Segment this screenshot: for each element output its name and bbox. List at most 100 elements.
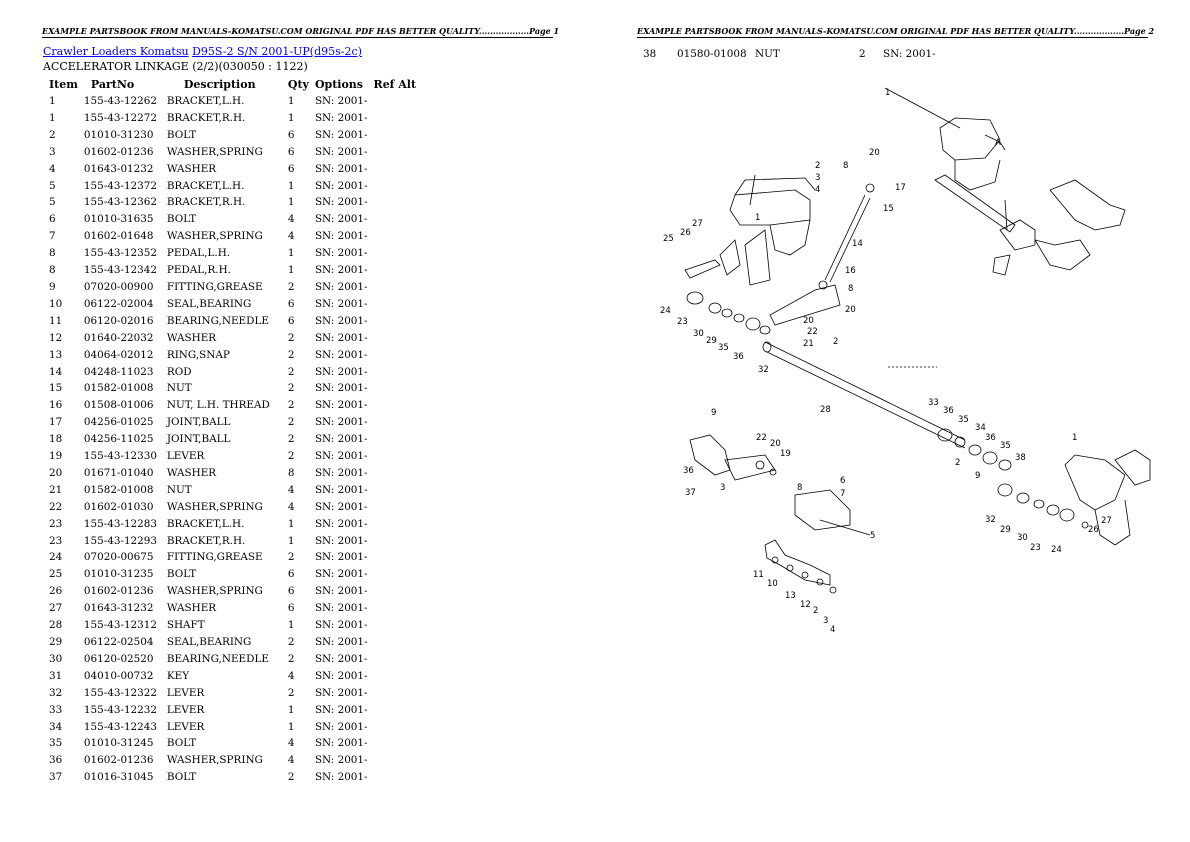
cell-partno: 01010-31230 <box>83 128 154 141</box>
cell-description: LEVER <box>166 703 205 716</box>
cell-description: WASHER,SPRING <box>166 754 263 767</box>
callout-36b: 36 <box>683 466 694 476</box>
cell-ref-alt <box>371 482 420 499</box>
cell-partno: 155-43-12372 <box>83 179 158 192</box>
cell-qty: 2 <box>287 636 295 648</box>
cell-item: 4 <box>49 162 56 175</box>
cell-qty: 1 <box>287 111 295 124</box>
cell-partno: 155-43-12330 <box>83 450 158 463</box>
callout-12: 12 <box>800 600 811 610</box>
callout-35c: 35 <box>1000 441 1011 451</box>
cell-desc: NUT <box>755 48 780 60</box>
cell-item: 14 <box>49 365 63 378</box>
cell-description: JOINT,BALL <box>166 416 231 429</box>
breadcrumb-link-category[interactable]: Crawler Loaders Komatsu <box>43 45 189 58</box>
cell-ref-alt <box>371 414 420 431</box>
cell-partno: 155-43-12293 <box>83 534 158 547</box>
callout-3c: 3 <box>823 616 828 626</box>
cell-qty: 2 <box>287 365 295 378</box>
cell-description: PEDAL,L.H. <box>166 247 231 260</box>
cell-partno: 06120-02520 <box>83 652 154 665</box>
cell-ref-alt <box>371 668 420 685</box>
cell-ref-alt <box>371 769 420 786</box>
cell-description: LEVER <box>166 686 205 699</box>
cell-options: SN: 2001- <box>314 297 368 310</box>
cell-description: BOLT <box>166 128 197 141</box>
cell-description: WASHER <box>166 162 217 175</box>
callout-8c: 8 <box>797 483 802 493</box>
cell-item: 18 <box>49 433 63 446</box>
callout-9: 9 <box>711 408 716 418</box>
callout-30: 30 <box>693 329 704 339</box>
cell-options: SN: 2001- <box>314 602 368 615</box>
callout-20b: 20 <box>845 305 856 315</box>
cell-options: SN: 2001- <box>314 314 368 327</box>
cell-partno: 01671-01040 <box>83 466 154 479</box>
cell-qty: 2 <box>287 280 295 293</box>
callout-26b: 26 <box>1088 525 1099 535</box>
cell-options: SN: 2001- <box>314 754 368 767</box>
cell-options: SN: 2001- <box>314 450 368 463</box>
cell-qty: 1 <box>287 534 295 547</box>
cell-ref-alt <box>371 533 420 550</box>
cell-description: BEARING,NEEDLE <box>166 314 269 327</box>
cell-qty: 4 <box>287 754 295 767</box>
callout-4b: 4 <box>830 625 835 635</box>
cell-description: WASHER,SPRING <box>166 500 263 513</box>
cell-item: 32 <box>49 686 63 699</box>
page-header: EXAMPLE PARTSBOOK FROM MANUALS-KOMATSU.C… <box>42 26 560 38</box>
cell-item: 15 <box>49 382 63 395</box>
cell-qty: 2 <box>287 348 295 361</box>
cell-qty: 4 <box>287 669 295 682</box>
cell-item: 3 <box>49 145 56 158</box>
cell-qty: 1 <box>287 264 295 277</box>
cell-options: SN: 2001- <box>314 517 368 530</box>
cell-opt: SN: 2001- <box>883 48 936 60</box>
cell-options: SN: 2001- <box>314 111 368 124</box>
cell-item: 25 <box>49 568 63 581</box>
cell-qty: 1 <box>287 517 295 530</box>
callout-37: 37 <box>685 488 696 498</box>
callout-35: 35 <box>718 343 729 353</box>
cell-qty: 6 <box>287 162 295 175</box>
cell-item: 1 <box>49 95 56 107</box>
callout-10: 10 <box>767 579 778 589</box>
cell-options: SN: 2001- <box>314 636 368 648</box>
cell-description: WASHER <box>166 466 217 479</box>
cell-options: SN: 2001- <box>314 703 368 716</box>
callout-30b: 30 <box>1017 533 1028 543</box>
cell-item: 12 <box>49 331 63 344</box>
cell-partno: 155-43-12272 <box>83 111 158 124</box>
cell-item: 1 <box>49 111 56 124</box>
callout-1c: 1 <box>1072 433 1077 443</box>
callout-24: 24 <box>660 306 671 316</box>
cell-options: SN: 2001- <box>314 619 368 632</box>
cell-ref-alt <box>371 735 420 752</box>
callout-14: 14 <box>852 239 863 249</box>
cell-qty: 4 <box>287 213 295 226</box>
callout-1b: 1 <box>755 213 760 223</box>
callout-6: 6 <box>840 476 845 486</box>
callout-3: 3 <box>815 173 820 183</box>
cell-options: SN: 2001- <box>314 230 368 243</box>
cell-qty: 6 <box>287 297 295 310</box>
breadcrumb-link-model[interactable]: D95S-2 S/N 2001-UP(d95s-2c) <box>192 45 362 58</box>
cell-partno: 04248-11023 <box>83 365 154 378</box>
callout-32: 32 <box>758 365 769 375</box>
cell-ref-alt <box>371 211 420 228</box>
cell-item: 31 <box>49 669 63 682</box>
cell-options: SN: 2001- <box>314 720 368 733</box>
cell-item: 38 <box>643 48 657 60</box>
cell-ref-alt <box>371 448 420 465</box>
callout-19: 19 <box>780 449 791 459</box>
